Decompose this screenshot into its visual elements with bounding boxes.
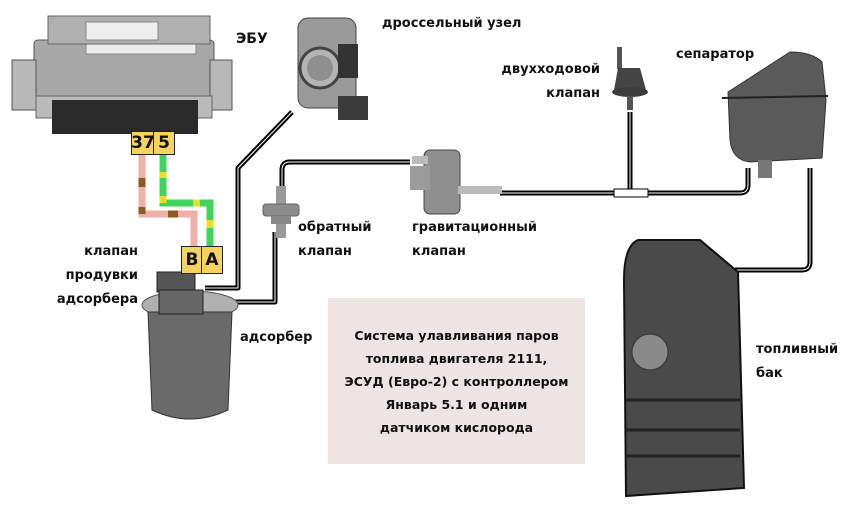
ecu-image <box>11 15 233 134</box>
purge-valve-label: клапан продувки адсорбера <box>30 240 138 312</box>
valve-pin-B: B <box>181 246 203 274</box>
fuel-tank-label-line1: топливный <box>756 342 839 357</box>
valve-pin-A: A <box>201 246 223 274</box>
ecu-pin-5: 5 <box>153 131 175 155</box>
separator-image <box>721 51 829 178</box>
tee-fitting <box>613 188 649 198</box>
gravity-valve-label-line1: гравитационный <box>412 220 538 235</box>
wire-37-to-B <box>138 150 198 248</box>
two-way-valve-image <box>612 47 648 110</box>
caption-line: Система улавливания паров <box>354 327 559 343</box>
ecu-pin-37: 37 <box>131 131 155 155</box>
throttle-label: дроссельный узел <box>382 16 522 31</box>
check-valve-label: обратный клапан <box>298 216 371 264</box>
caption-box: Система улавливания паров топлива двигат… <box>328 298 585 464</box>
purge-valve-label-line3: адсорбера <box>56 292 138 307</box>
ecu-label: ЭБУ <box>236 31 268 47</box>
gravity-valve-image <box>410 149 502 215</box>
adsorber-image <box>141 271 239 420</box>
separator-label: сепаратор <box>676 47 755 62</box>
throttle-body-image <box>297 17 368 120</box>
fuel-tank-label: топливный бак <box>756 338 838 386</box>
two-way-valve-label-line2: клапан <box>546 86 600 101</box>
gravity-valve-label-line2: клапан <box>412 244 466 259</box>
two-way-valve-label-line1: двухходовой <box>501 62 600 77</box>
purge-valve-label-line1: клапан <box>84 244 138 259</box>
caption-line: датчиком кислорода <box>379 419 534 435</box>
two-way-valve-label: двухходовой клапан <box>490 58 600 106</box>
adsorber-label: адсорбер <box>240 330 313 345</box>
fuel-tank-image <box>622 239 746 498</box>
gravity-valve-label: гравитационный клапан <box>412 216 537 264</box>
check-valve-label-line2: клапан <box>298 244 352 259</box>
check-valve-image <box>262 186 300 238</box>
caption-line: Январь 5.1 и одним <box>385 396 528 412</box>
caption-line: ЭСУД (Евро-2) с контроллером <box>344 373 569 389</box>
check-valve-label-line1: обратный <box>298 220 372 235</box>
caption-line: топлива двигателя 2111, <box>365 350 548 366</box>
hose-check-to-gravity-valve <box>279 159 410 187</box>
wire-5-to-A <box>159 150 214 248</box>
fuel-tank-label-line2: бак <box>756 366 783 381</box>
purge-valve-label-line2: продувки <box>65 268 138 283</box>
